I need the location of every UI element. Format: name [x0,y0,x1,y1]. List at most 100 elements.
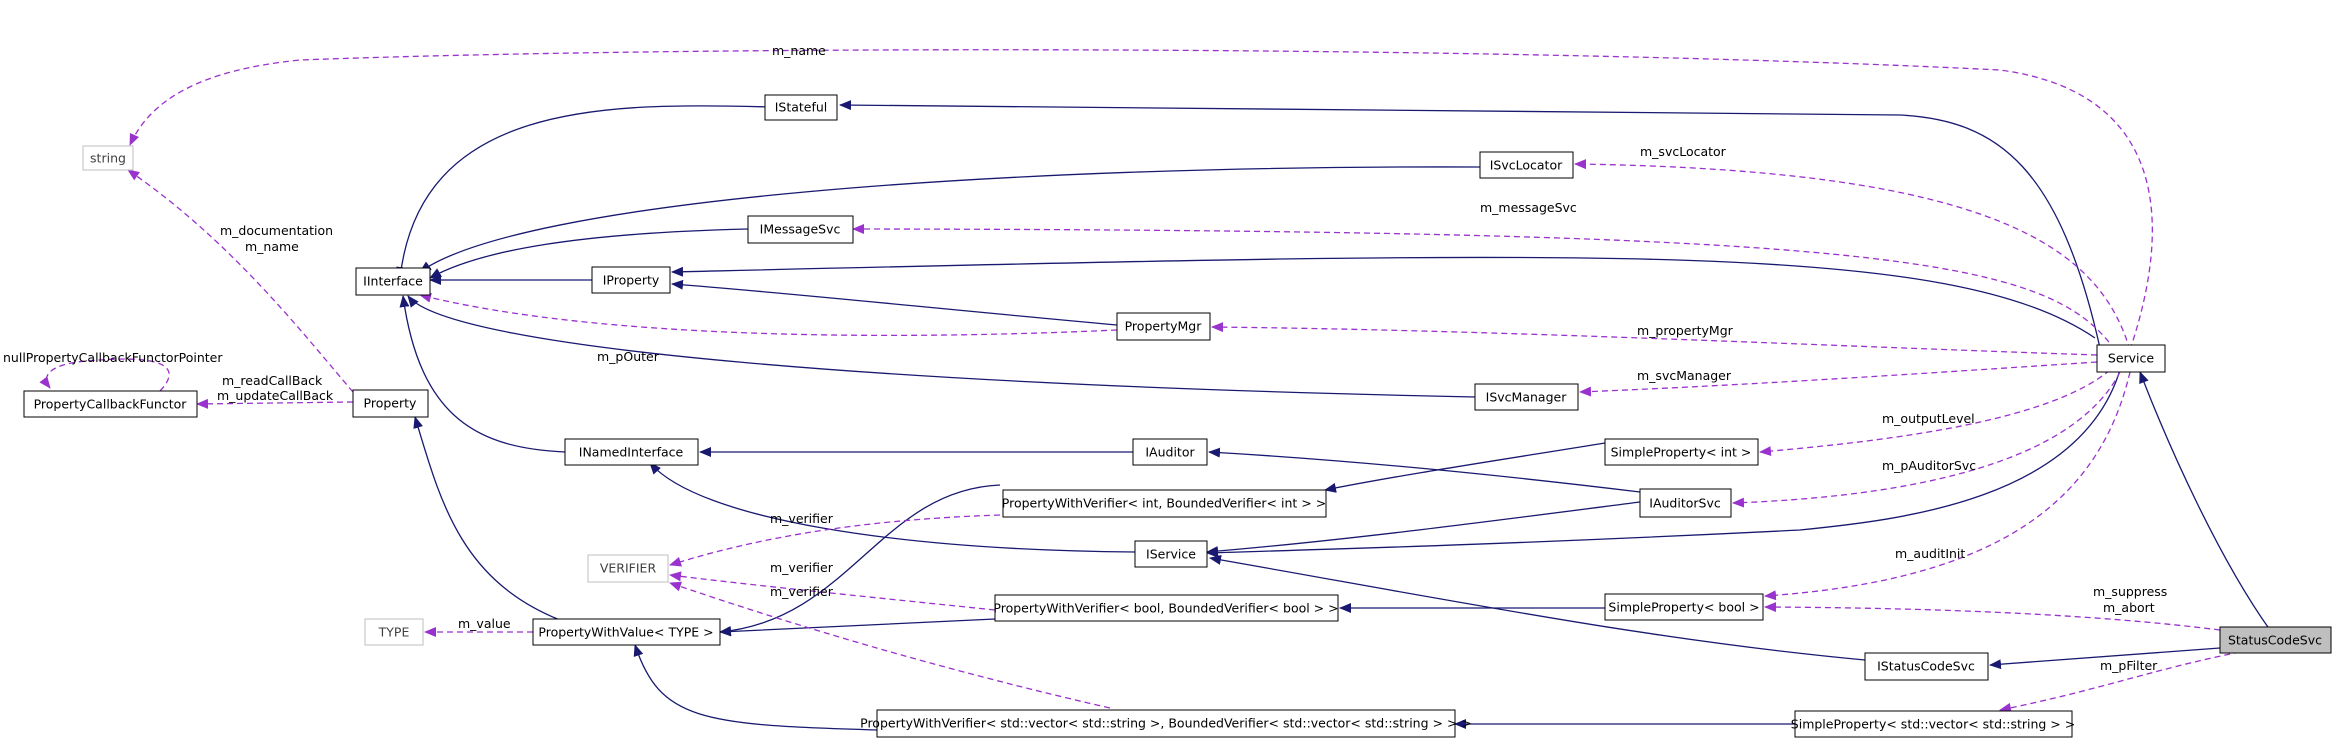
label-m-suppress: m_suppress [2093,584,2167,599]
edge-iauditorsvc-to-iauditor [1208,447,1641,493]
node-iservice[interactable]: IService [1134,540,1208,568]
svg-text:PropertyWithVerifier< std::vec: PropertyWithVerifier< std::vector< std::… [860,716,1472,731]
svg-text:PropertyWithValue< TYPE >: PropertyWithValue< TYPE > [538,625,713,640]
node-verifier[interactable]: VERIFIER [587,554,669,583]
svg-text:PropertyWithVerifier< int, Bou: PropertyWithVerifier< int, BoundedVerifi… [1002,496,1326,511]
node-iproperty[interactable]: IProperty [591,266,671,294]
edge-iauditorsvc-to-iservice [1206,501,1641,557]
edge-callbackfunctor-self [39,358,170,392]
edge-imessagesvc-to-iinterface [429,228,749,279]
edge-inamedinterface-to-iinterface [399,295,566,453]
svg-text:IAuditor: IAuditor [1145,445,1195,460]
svg-text:IMessageSvc: IMessageSvc [760,222,841,237]
svg-text:SimpleProperty< int >: SimpleProperty< int > [1611,445,1752,460]
edge-isvcmanager-to-iinterface [407,295,1476,398]
edge-statuscodesvc-to-service [2139,371,2271,631]
svg-text:IAuditorSvc: IAuditorSvc [1649,496,1721,511]
label-m-value: m_value [458,616,511,631]
svg-text:IService: IService [1146,547,1196,562]
edge-service-to-iservice [1206,369,2121,558]
edge-service-to-iauditorsvc [1732,371,2121,508]
edge-statuscodesvc-to-simplevector [1999,651,2241,713]
node-pwv-bool[interactable]: PropertyWithVerifier< bool, BoundedVerif… [993,594,1339,622]
node-pwv-int[interactable]: PropertyWithVerifier< int, BoundedVerifi… [1002,489,1327,518]
edge-statuscodesvc-to-istatuscodesvc [1989,647,2221,670]
svg-text:IInterface: IInterface [363,274,423,289]
edge-property-to-callbackfunctor [196,398,354,409]
label-m-documentation: m_documentation [220,223,333,238]
node-property-callback-functor[interactable]: PropertyCallbackFunctor [23,390,198,418]
edge-pwvvector-to-propertywithvalue [633,644,878,731]
node-isvc-locator[interactable]: ISvcLocator [1479,151,1574,179]
edge-propertymgr-to-iinterface [419,292,1118,337]
node-type[interactable]: TYPE [364,618,424,646]
node-isvc-manager[interactable]: ISvcManager [1474,383,1579,411]
node-property-mgr[interactable]: PropertyMgr [1116,312,1211,341]
node-iauditor-svc[interactable]: IAuditorSvc [1639,488,1732,518]
edge-istateful-to-iinterface [396,105,771,279]
svg-text:PropertyCallbackFunctor: PropertyCallbackFunctor [34,397,188,412]
edge-service-to-imessagesvc [852,224,2116,351]
svg-text:IProperty: IProperty [603,273,660,288]
node-service[interactable]: Service [2096,344,2166,373]
edge-simpleint-to-pwvint [1324,442,1606,493]
svg-text:StatusCodeSvc: StatusCodeSvc [2228,633,2322,648]
svg-text:ISvcLocator: ISvcLocator [1490,158,1563,173]
node-simple-property-int[interactable]: SimpleProperty< int > [1604,438,1759,466]
edge-service-to-string [129,49,2153,351]
svg-text:IStateful: IStateful [775,100,828,115]
label-m-update-callback: m_updateCallBack [217,388,334,403]
svg-text:PropertyMgr: PropertyMgr [1125,319,1203,334]
node-istateful[interactable]: IStateful [764,94,838,121]
edge-isvclocator-to-iinterface [419,166,1481,273]
edge-property-to-string [127,169,354,393]
node-inamed-interface[interactable]: INamedInterface [564,438,699,466]
label-m-p-outer: m_pOuter [597,349,660,364]
edge-propertywithvalue-to-property [413,416,561,621]
label-m-verifier-3: m_verifier [770,584,834,599]
node-string[interactable]: string [82,145,134,171]
node-iauditor[interactable]: IAuditor [1132,438,1208,466]
usage-edges [39,49,2241,713]
edge-pwvint-to-propertywithvalue [719,484,1001,636]
svg-text:ISvcManager: ISvcManager [1486,390,1568,405]
edge-pwvbool-to-propertywithvalue [719,618,996,637]
svg-text:IStatusCodeSvc: IStatusCodeSvc [1877,659,1975,674]
node-property[interactable]: Property [352,389,429,418]
edge-pwvvector-to-verifier [669,581,1111,709]
label-m-audit-init: m_auditInit [1895,546,1965,561]
label-m-output-level: m_outputLevel [1882,411,1975,426]
node-status-code-svc[interactable]: StatusCodeSvc [2219,626,2332,654]
node-simple-property-vector[interactable]: SimpleProperty< std::vector< std::string… [1791,710,2075,738]
edge-iservice-to-inamedinterface [649,462,1136,553]
label-m-abort: m_abort [2103,600,2155,615]
node-simple-property-bool[interactable]: SimpleProperty< bool > [1604,593,1764,621]
label-m-verifier-2: m_verifier [770,560,834,575]
svg-text:PropertyWithVerifier< bool, Bo: PropertyWithVerifier< bool, BoundedVerif… [993,601,1338,616]
svg-text:Service: Service [2108,351,2155,366]
svg-text:SimpleProperty< std::vector< s: SimpleProperty< std::vector< std::string… [1791,717,2075,732]
edge-service-to-istateful [839,100,2101,349]
edge-istatuscodesvc-to-iservice [1209,554,1866,661]
svg-text:INamedInterface: INamedInterface [579,445,684,460]
label-m-p-filter: m_pFilter [2100,658,2158,673]
nodes: string IInterface PropertyCallbackFuncto… [23,94,2332,738]
node-istatus-code-svc[interactable]: IStatusCodeSvc [1864,652,1989,681]
svg-text:string: string [90,151,126,166]
node-property-with-value[interactable]: PropertyWithValue< TYPE > [532,618,721,646]
edge-service-to-iproperty [671,256,2096,339]
node-iinterface[interactable]: IInterface [355,267,431,296]
edge-service-to-isvclocator [1574,159,2131,351]
edge-labels: m_name m_documentation m_name nullProper… [3,43,2167,673]
edge-propertymgr-to-iproperty [671,279,1118,326]
svg-text:Property: Property [364,396,417,411]
inheritance-edges [396,100,2271,731]
edge-pwvint-to-verifier [669,514,1001,567]
label-m-svc-locator: m_svcLocator [1640,144,1727,159]
node-imessagesvc[interactable]: IMessageSvc [747,215,854,244]
svg-text:VERIFIER: VERIFIER [600,561,657,576]
label-null-callback: nullPropertyCallbackFunctorPointer [3,350,223,365]
node-pwv-vector[interactable]: PropertyWithVerifier< std::vector< std::… [860,709,1472,738]
edge-statuscodesvc-to-simplebool [1764,602,2221,631]
